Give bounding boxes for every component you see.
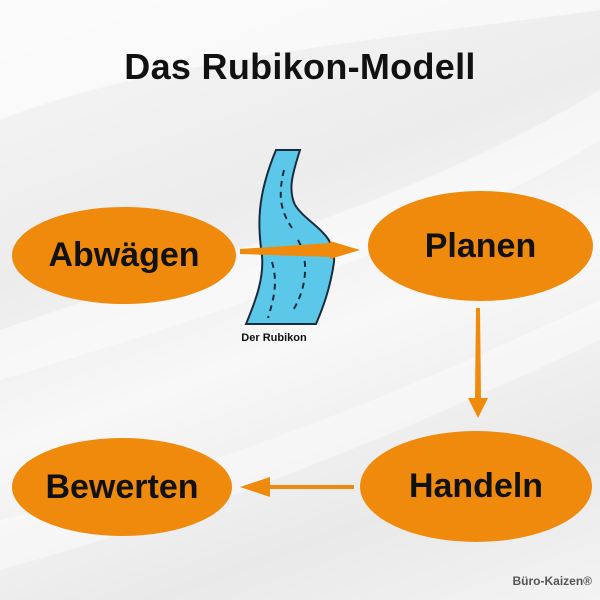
brand-logo: Büro-Kaizen® [512,574,592,588]
node-abwaegen: Abwägen [12,207,236,304]
arrow-handeln-to-bewerten [240,477,354,497]
diagram-title: Das Rubikon-Modell [124,46,476,87]
node-bewerten-label: Bewerten [45,467,199,506]
node-handeln-label: Handeln [408,467,544,505]
node-planen-label: Planen [424,226,537,265]
node-handeln: Handeln [360,431,592,542]
rubikon-river [244,149,336,325]
arrow-abwaegen-to-planen [240,241,360,259]
rubikon-label: Der Rubikon [241,332,307,344]
node-planen: Planen [368,191,593,301]
node-bewerten: Bewerten [12,438,232,536]
node-abwaegen-label: Abwägen [48,236,200,274]
arrow-planen-to-handeln [468,308,488,418]
